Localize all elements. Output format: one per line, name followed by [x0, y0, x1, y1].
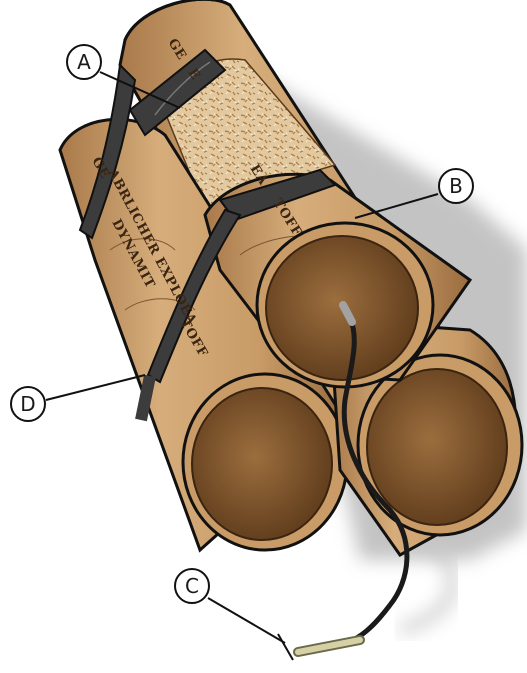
blasting-cap [298, 640, 360, 652]
callout-b-label: B [449, 174, 463, 198]
callout-d: D [11, 375, 145, 421]
right-tube-end [358, 355, 522, 535]
callout-d-label: D [20, 392, 35, 416]
callout-c: C [175, 569, 293, 660]
callout-c-label: C [185, 574, 199, 598]
callout-a-label: A [77, 50, 91, 74]
left-tube-end [183, 374, 347, 550]
